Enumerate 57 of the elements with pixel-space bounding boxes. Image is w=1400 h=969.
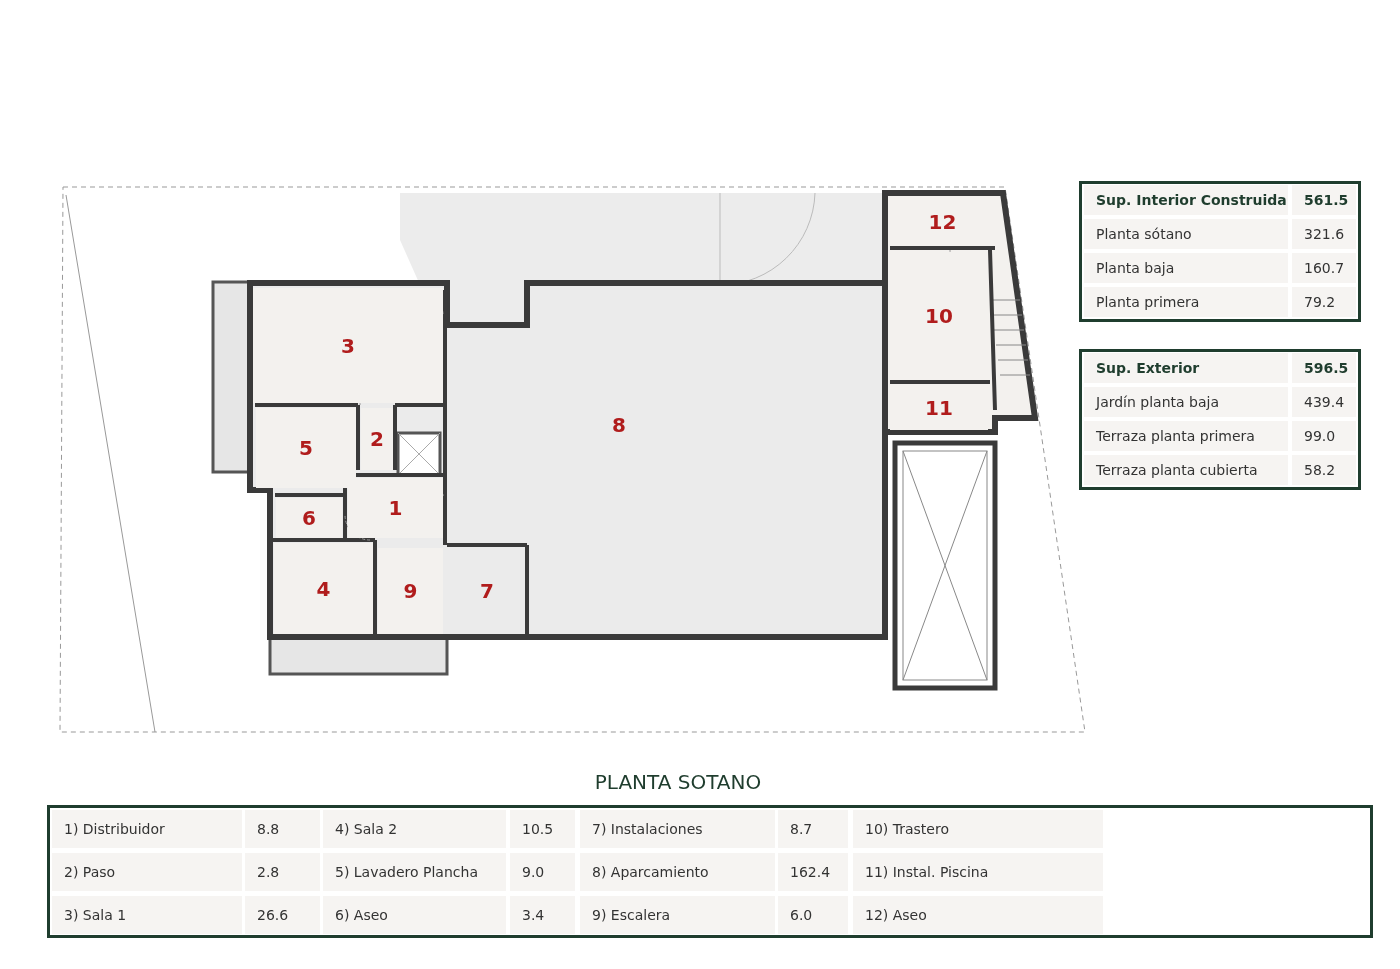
room-number: 6	[302, 506, 316, 530]
room-number: 12	[928, 210, 957, 234]
area-value: 3.4	[510, 896, 575, 934]
plan-title: PLANTA SOTANO	[593, 770, 763, 794]
room-area	[253, 288, 443, 403]
area-value: 9.0	[510, 853, 575, 891]
room-name: 5) Lavadero Plancha	[323, 853, 506, 891]
room-number: 1	[388, 496, 403, 520]
area-value: 99.0	[1292, 421, 1356, 451]
room-number: 4	[316, 576, 331, 601]
room-name: 9) Escalera	[580, 896, 775, 934]
room-number: 11	[925, 396, 953, 420]
area-name: Sup. Exterior	[1084, 353, 1288, 383]
area-value: 58.2	[1292, 455, 1356, 485]
room-name: 10) Trastero	[853, 810, 1103, 848]
area-value: 8.8	[245, 810, 320, 848]
room-number: 7	[480, 579, 494, 603]
room-number: 10	[925, 304, 953, 328]
room-area	[276, 498, 342, 538]
area-value: 162.4	[778, 853, 848, 891]
area-value: 561.5	[1292, 185, 1356, 215]
room-name: 6) Aseo	[323, 896, 506, 934]
room-number: 3	[341, 333, 355, 358]
room-number: 2	[370, 427, 384, 451]
room-number: 5	[299, 436, 313, 460]
room-name: 12) Aseo	[853, 896, 1103, 934]
area-value: 26.6	[245, 896, 320, 934]
area-name: Planta baja	[1084, 253, 1288, 283]
room-name: 2) Paso	[52, 853, 242, 891]
room-area	[361, 408, 393, 470]
area-name: Planta primera	[1084, 287, 1288, 317]
area-name: Sup. Interior Construida	[1084, 185, 1288, 215]
room-name: 1) Distribuidor	[52, 810, 242, 848]
area-value: 596.5	[1292, 353, 1356, 383]
area-name: Planta sótano	[1084, 219, 1288, 249]
room-name: 8) Aparcamiento	[580, 853, 775, 891]
room-area	[256, 408, 356, 488]
area-value: 10.5	[510, 810, 575, 848]
area-value: 79.2	[1292, 287, 1356, 317]
room-number: 9	[403, 579, 418, 603]
room-area	[348, 478, 443, 538]
area-value: 8.7	[778, 810, 848, 848]
room-name: 7) Instalaciones	[580, 810, 775, 848]
room-name: 4) Sala 2	[323, 810, 506, 848]
area-name: Terraza planta cubierta	[1084, 455, 1288, 485]
room-area	[274, 543, 373, 634]
room-area	[378, 548, 443, 634]
area-value: 439.4	[1292, 387, 1356, 417]
room-name: 11) Instal. Piscina	[853, 853, 1103, 891]
area-name: Jardín planta baja	[1084, 387, 1288, 417]
area-value: 321.6	[1292, 219, 1356, 249]
room-name: 3) Sala 1	[52, 896, 242, 934]
area-value: 2.8	[245, 853, 320, 891]
area-value: 160.7	[1292, 253, 1356, 283]
area-value: 6.0	[778, 896, 848, 934]
room-number: 8	[612, 413, 626, 437]
area-name: Terraza planta primera	[1084, 421, 1288, 451]
